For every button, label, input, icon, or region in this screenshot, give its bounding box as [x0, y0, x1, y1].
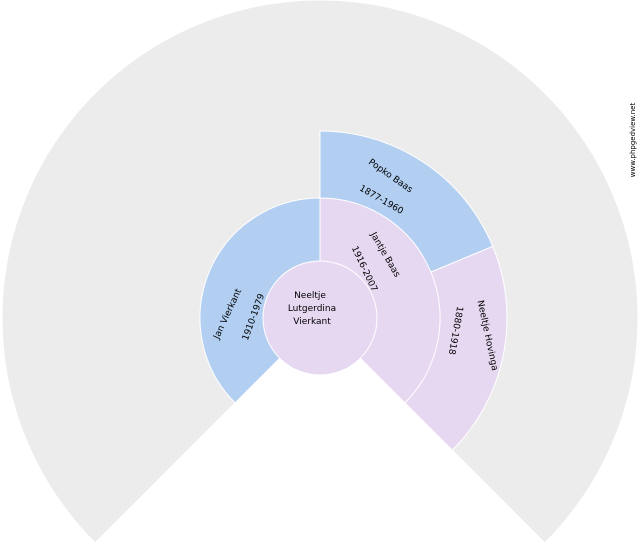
root-person-circle[interactable] — [262, 260, 378, 376]
root-name-line-2: Lutgerdina — [288, 304, 336, 314]
father-sector[interactable] — [199, 197, 321, 404]
root-name-line-3: Vierkant — [293, 317, 331, 327]
watermark-text: www.phpgedview.net — [629, 103, 637, 178]
root-name-line-1: Neeltje — [294, 291, 326, 301]
mother-sector[interactable] — [319, 197, 441, 404]
